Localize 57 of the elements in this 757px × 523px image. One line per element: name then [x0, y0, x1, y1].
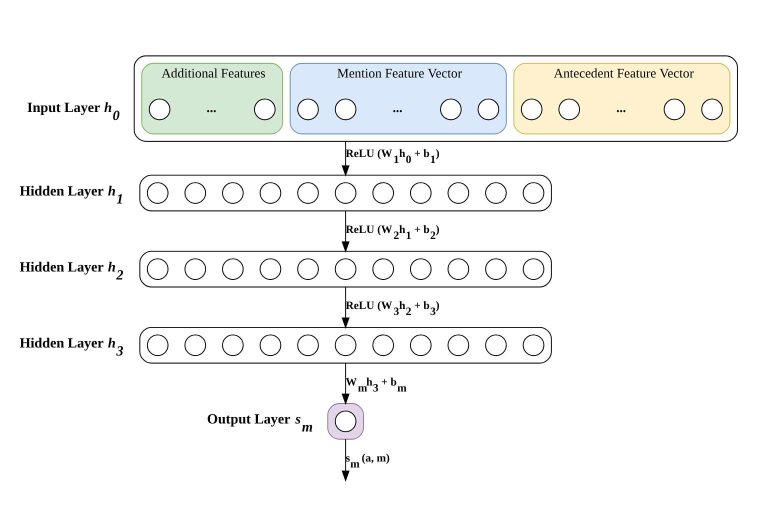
node-circle	[334, 410, 356, 432]
cluster	[134, 55, 738, 142]
node-circle	[184, 334, 206, 356]
cluster: Additional Features ...	[141, 62, 284, 134]
node-circle	[701, 98, 723, 120]
node-circle	[522, 182, 544, 204]
node-circle	[410, 334, 432, 356]
arrow	[342, 286, 350, 329]
node-circle	[372, 334, 394, 356]
arrow	[342, 362, 350, 405]
node-circle	[485, 334, 507, 356]
cluster: Antecedent Feature Vector ...	[513, 62, 730, 134]
node-circle	[184, 258, 206, 280]
node-circle	[410, 258, 432, 280]
node-circle	[148, 98, 170, 120]
arrow	[342, 210, 350, 253]
node-circle	[334, 182, 356, 204]
node-circle	[334, 98, 356, 120]
node-circle	[664, 98, 686, 120]
node-circle	[297, 182, 319, 204]
arrow	[342, 438, 350, 482]
node-circle	[297, 334, 319, 356]
cluster: Mention Feature Vector ...	[290, 62, 507, 134]
node-circle	[222, 334, 244, 356]
node-circle	[254, 98, 276, 120]
node-circle	[448, 334, 470, 356]
node-circle	[260, 258, 282, 280]
node-circle	[146, 182, 168, 204]
node-circle	[146, 258, 168, 280]
node-circle	[522, 334, 544, 356]
node-circle	[522, 258, 544, 280]
node-circle	[478, 98, 500, 120]
arrow	[342, 140, 350, 177]
node-circle	[485, 258, 507, 280]
node-circle	[448, 182, 470, 204]
node-circle	[440, 98, 462, 120]
node-circle	[222, 182, 244, 204]
node-circle	[372, 182, 394, 204]
node-circle	[184, 182, 206, 204]
node-circle	[146, 334, 168, 356]
node-circle	[260, 334, 282, 356]
node-circle	[520, 98, 542, 120]
node-circle	[297, 98, 319, 120]
cluster	[139, 250, 552, 288]
node-circle	[334, 334, 356, 356]
node-circle	[485, 182, 507, 204]
node-circle	[222, 258, 244, 280]
cluster	[327, 403, 364, 440]
node-circle	[448, 258, 470, 280]
cluster	[139, 326, 552, 364]
cluster	[139, 174, 552, 212]
node-circle	[372, 258, 394, 280]
node-circle	[334, 258, 356, 280]
node-circle	[260, 182, 282, 204]
node-circle	[297, 258, 319, 280]
node-circle	[410, 182, 432, 204]
node-circle	[558, 98, 580, 120]
